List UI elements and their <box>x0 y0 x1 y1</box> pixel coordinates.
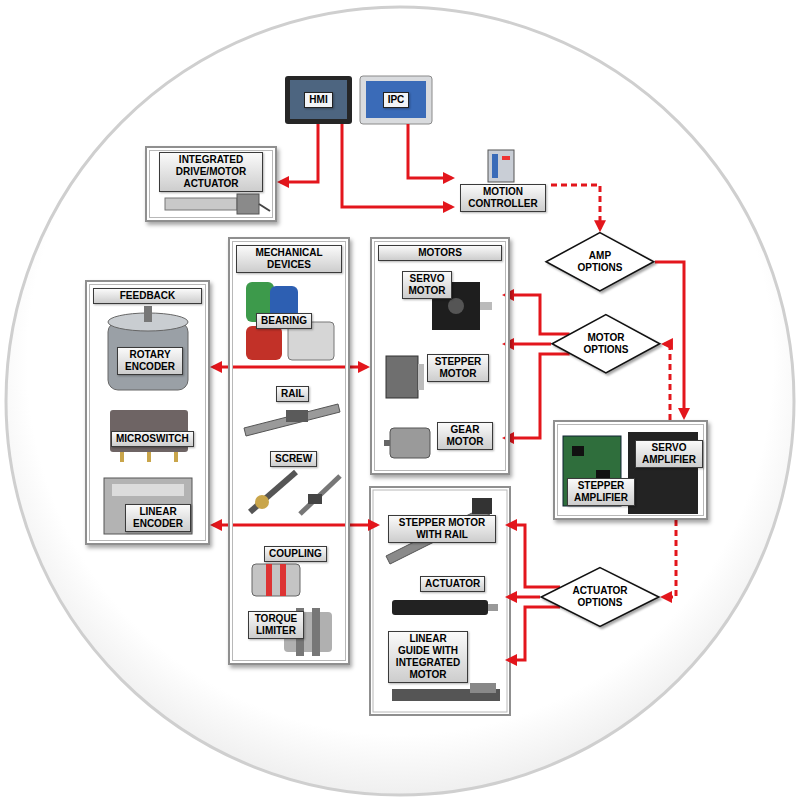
component-item: TORQUE LIMITER <box>240 607 342 663</box>
component-item: LINEAR GUIDE WITH INTEGRATED MOTOR <box>380 625 505 708</box>
component-label: BEARING <box>256 313 312 329</box>
backdrop-circle <box>6 7 794 795</box>
component-label: TORQUE LIMITER <box>248 611 304 639</box>
component-panel: INTEGRATED DRIVE/MOTOR ACTUATOR <box>145 146 277 222</box>
coupling-figure <box>252 564 300 596</box>
component-label: SERVO AMPLIFIER <box>635 440 703 468</box>
component-label: MICROSWITCH <box>111 431 194 447</box>
diamond-shape <box>546 233 654 291</box>
diamond-label: AMP OPTIONS <box>570 250 630 274</box>
gear-motor-figure <box>384 428 430 458</box>
panel-heading: MECHANICAL DEVICES <box>236 245 342 273</box>
component-label: COUPLING <box>264 546 327 562</box>
screw-figure <box>250 472 340 514</box>
connector-arrow <box>509 607 561 660</box>
diamond-label: ACTUATOR OPTIONS <box>568 585 632 609</box>
component-label: MOTION CONTROLLER <box>460 184 546 212</box>
component-label: STEPPER MOTOR <box>427 354 489 382</box>
component-item: LINEAR ENCODER <box>97 474 202 542</box>
connector-arrow <box>281 124 319 182</box>
dashed-connector <box>551 185 600 229</box>
connector-arrow <box>506 343 552 346</box>
connector-arrow <box>506 295 570 334</box>
diamond-shape <box>541 568 659 627</box>
component-panel: SERVO AMPLIFIERSTEPPER AMPLIFIER <box>553 420 708 520</box>
connector-arrow <box>214 366 367 369</box>
diamond-label: MOTOR OPTIONS <box>576 332 636 356</box>
connector-arrow <box>509 596 541 599</box>
motion-controller-figure <box>488 150 514 182</box>
component-label: STEPPER MOTOR WITH RAIL <box>388 515 496 543</box>
bearing-figure <box>246 282 334 360</box>
component-label: SERVO MOTOR <box>402 271 452 299</box>
component-item: RAIL <box>240 380 342 440</box>
component-item: STEPPER MOTOR <box>382 340 502 408</box>
diamond-shape <box>552 315 660 373</box>
integrated-actuator-figure <box>165 194 270 214</box>
screen-label: HMI <box>304 92 332 108</box>
decision-diamond: ACTUATOR OPTIONS <box>540 567 660 627</box>
connector-arrow <box>214 524 377 527</box>
component-box: MOTION CONTROLLER <box>455 148 551 216</box>
component-label: STEPPER AMPLIFIER <box>567 478 635 506</box>
dashed-connector <box>664 520 677 597</box>
component-item: COUPLING <box>240 540 342 604</box>
panel-heading: MOTORS <box>378 245 502 261</box>
component-item: ACTUATOR <box>380 570 505 620</box>
component-item: MICROSWITCH <box>97 407 202 469</box>
component-item: SCREW <box>240 445 342 520</box>
screen-label: IPC <box>383 92 410 108</box>
rail-figure <box>244 404 340 436</box>
stepper-motor-figure <box>386 356 424 398</box>
rotary-encoder-figure <box>108 306 188 390</box>
component-label: LINEAR ENCODER <box>125 504 191 532</box>
linear-guide-figure <box>392 683 500 701</box>
component-label: ROTARY ENCODER <box>117 347 183 375</box>
component-item: BEARING <box>240 277 342 367</box>
group-panel: MECHANICAL DEVICES BEARING RAIL SCREW COUPLI… <box>228 237 350 665</box>
component-item: SERVO MOTOR <box>382 265 502 337</box>
connector-arrow <box>506 354 570 438</box>
component-item: GEAR MOTOR <box>382 410 502 472</box>
group-panel: FEEDBACK ROTARY ENCODER MICROSWITCH LINEAR … <box>85 280 210 545</box>
component-item: STEPPER MOTOR WITH RAIL <box>380 500 505 565</box>
component-label: GEAR MOTOR <box>437 422 493 450</box>
group-panel: MOTORS SERVO MOTOR STEPPER MOTOR GEAR MOTOR <box>370 237 510 475</box>
component-label: LINEAR GUIDE WITH INTEGRATED MOTOR <box>388 631 468 683</box>
connector-arrow <box>408 124 452 178</box>
component-label: INTEGRATED DRIVE/MOTOR ACTUATOR <box>159 152 263 192</box>
panel-heading: FEEDBACK <box>93 288 202 304</box>
connector-arrow <box>509 525 561 587</box>
device-screen: IPC <box>360 76 432 124</box>
decision-diamond: AMP OPTIONS <box>545 232 655 291</box>
hmi-device <box>285 76 352 124</box>
linear-encoder-figure <box>104 478 192 534</box>
actuator-figure <box>392 600 498 615</box>
decision-diamond: MOTOR OPTIONS <box>551 314 661 373</box>
component-item: ROTARY ENCODER <box>97 307 202 402</box>
ipc-device <box>360 76 432 124</box>
dashed-connector <box>664 344 670 420</box>
device-screen: HMI <box>285 76 352 124</box>
component-label: ACTUATOR <box>420 576 485 592</box>
component-label: RAIL <box>276 386 309 402</box>
connector-arrow <box>655 262 684 417</box>
connector-arrow <box>342 124 452 207</box>
component-label: SCREW <box>270 451 317 467</box>
actuator-group-outline <box>370 487 510 715</box>
